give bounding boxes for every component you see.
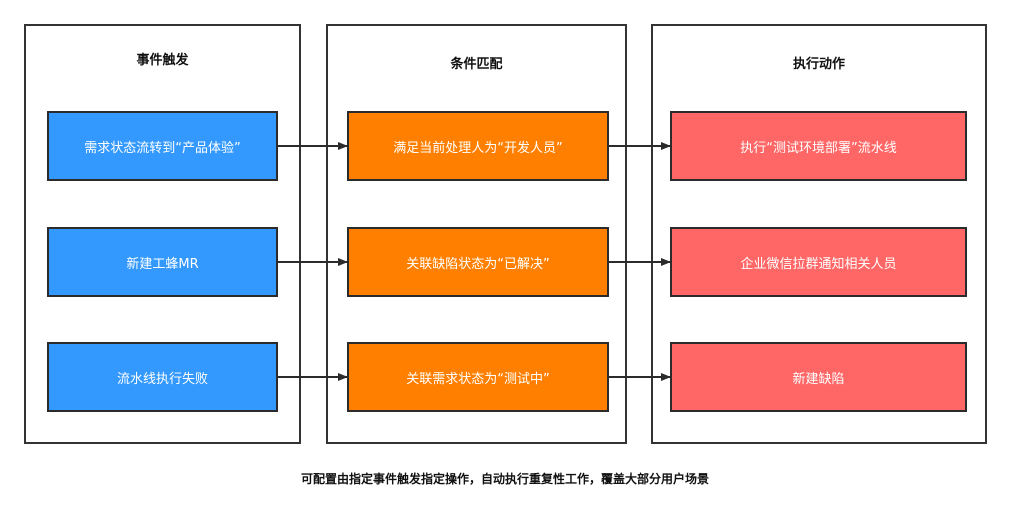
node-action-run-pipeline: 执行“测试环境部署”流水线 xyxy=(670,111,967,181)
node-condition-defect-resolved: 关联缺陷状态为“已解决” xyxy=(347,227,609,297)
node-trigger-pipeline-failed: 流水线执行失败 xyxy=(47,342,278,412)
node-action-wecom-notify: 企业微信拉群通知相关人员 xyxy=(670,227,967,297)
node-trigger-requirement-status: 需求状态流转到“产品体验” xyxy=(47,111,278,181)
panel-title-event-trigger: 事件触发 xyxy=(136,53,189,68)
node-condition-requirement-testing: 关联需求状态为“测试中” xyxy=(347,342,609,412)
panel-title-condition-match: 条件匹配 xyxy=(450,57,503,72)
node-trigger-new-mr: 新建工蜂MR xyxy=(47,227,278,297)
footer-caption: 可配置由指定事件触发指定操作，自动执行重复性工作，覆盖大部分用户场景 xyxy=(300,472,709,486)
node-condition-assignee: 满足当前处理人为“开发人员” xyxy=(347,111,609,181)
node-action-new-defect: 新建缺陷 xyxy=(670,342,967,412)
panel-title-action: 执行动作 xyxy=(792,57,845,72)
